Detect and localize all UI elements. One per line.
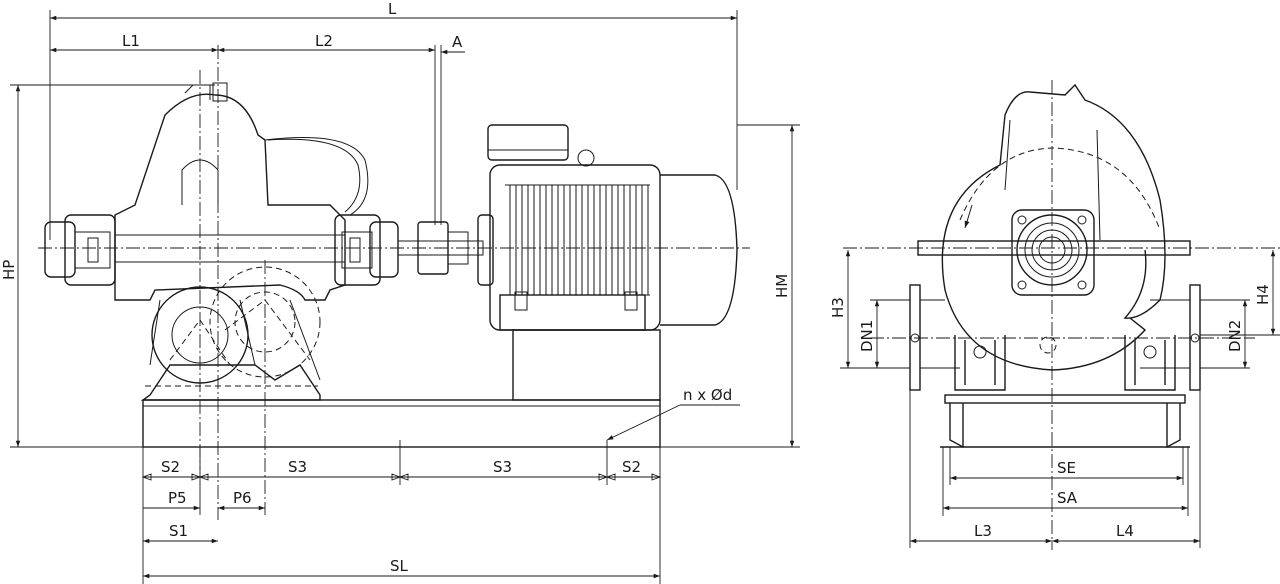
dimension-lines	[10, 10, 800, 584]
pump-foot	[140, 364, 321, 401]
label-holes: n x Ød	[683, 386, 732, 404]
bearing-housing-left	[44, 214, 116, 286]
label-S1: S1	[169, 522, 188, 540]
label-S3-left: S3	[288, 458, 307, 476]
label-SL: SL	[390, 557, 409, 575]
label-SA: SA	[1057, 489, 1078, 507]
label-HP: HP	[0, 260, 18, 280]
label-DN1: DN1	[858, 320, 876, 352]
label-A: A	[452, 33, 463, 51]
base-plate	[142, 399, 661, 448]
label-DN2: DN2	[1226, 320, 1244, 352]
bearing-housing-right	[334, 214, 399, 286]
end-view: H3 DN1 H4 DN2 SE SA L3 L4	[829, 80, 1280, 550]
label-P5: P5	[168, 489, 187, 507]
label-S2-left: S2	[161, 458, 180, 476]
label-L3: L3	[974, 522, 992, 540]
label-HM: HM	[773, 274, 791, 298]
label-L4: L4	[1116, 522, 1134, 540]
label-S3-right: S3	[493, 458, 512, 476]
label-H4: H4	[1254, 284, 1272, 305]
motor-pedestal	[512, 329, 661, 401]
end-dimension-labels: H3 DN1 H4 DN2 SE SA L3 L4	[829, 284, 1272, 540]
label-L: L	[388, 0, 397, 18]
label-S2-right: S2	[622, 458, 641, 476]
label-H3: H3	[829, 297, 847, 318]
end-dimension-lines	[840, 250, 1280, 548]
label-L2: L2	[315, 32, 333, 50]
label-L1: L1	[122, 32, 140, 50]
side-view: L L1 L2 A HP HM n x Ød S2 S3 S3 S2 P5 P6…	[0, 0, 800, 584]
label-P6: P6	[233, 489, 252, 507]
volute-casing	[917, 83, 1191, 371]
suction-flange	[909, 284, 960, 391]
motor	[477, 124, 738, 331]
support-frame	[940, 335, 1190, 449]
label-SE: SE	[1057, 459, 1076, 477]
discharge-flange	[1140, 284, 1201, 391]
dimension-labels: L L1 L2 A HP HM n x Ød S2 S3 S3 S2 P5 P6…	[0, 0, 791, 575]
pump-casing	[114, 82, 369, 384]
